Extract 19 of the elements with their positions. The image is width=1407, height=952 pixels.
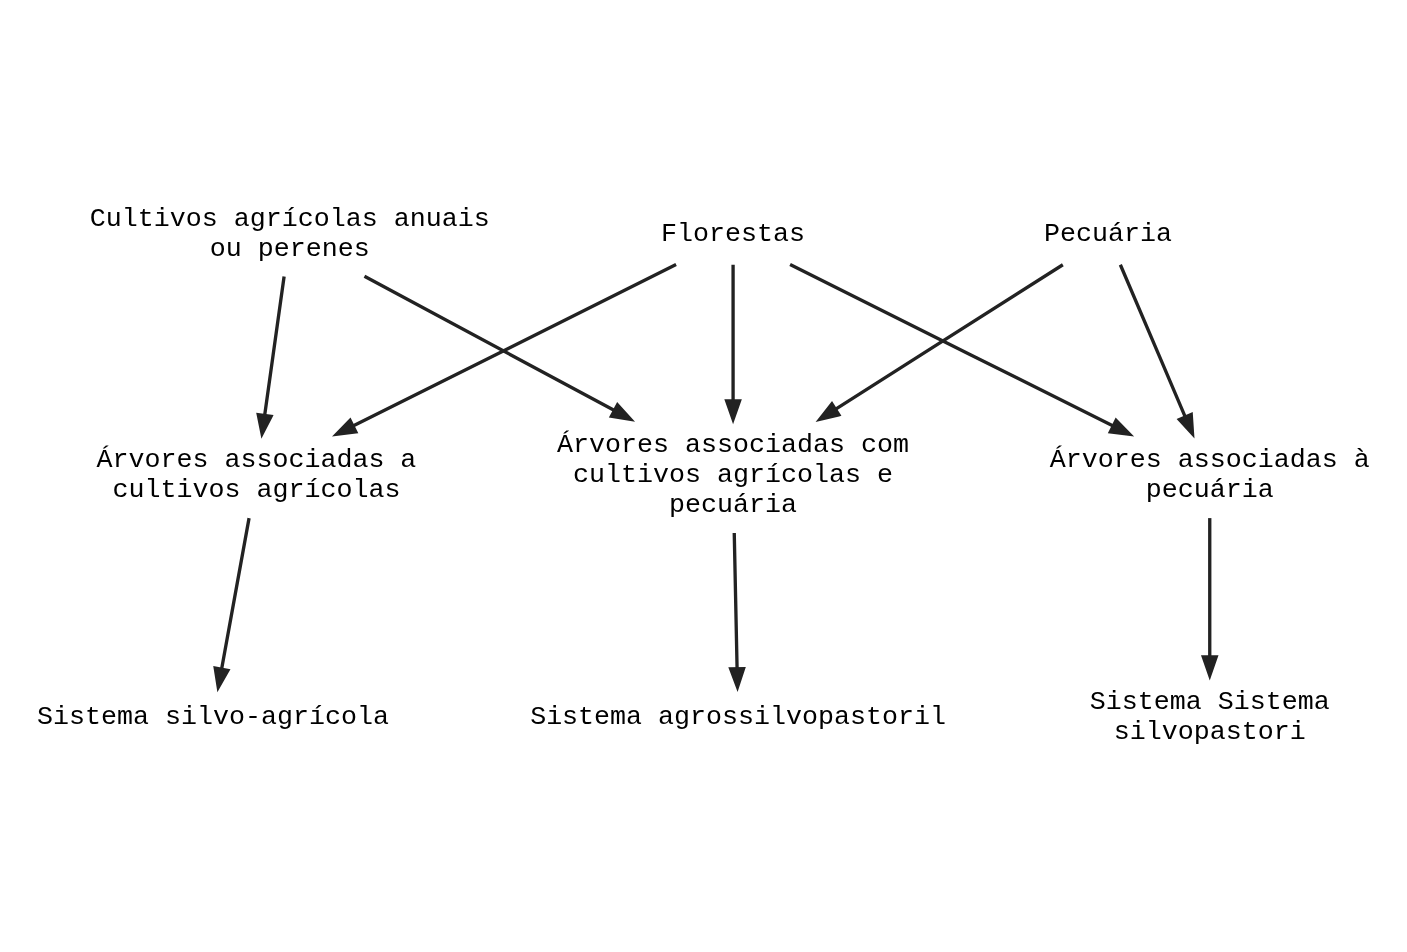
node-text: Sistema agrossilvopastoril <box>530 702 947 732</box>
node-text: Florestas <box>661 218 806 249</box>
arrow <box>1201 518 1219 681</box>
node-text: Pecuária <box>1044 218 1173 249</box>
node-text: Árvores associadas à pecuária <box>1049 445 1370 506</box>
arrow <box>332 263 677 437</box>
arrow <box>363 274 636 422</box>
node-text: Árvores associadas com cultivos agrícolas e pecuária <box>557 430 910 521</box>
node-text: Cultivos agrícolas anuais ou perenes <box>89 203 490 264</box>
arrow <box>256 276 286 439</box>
node-text: Sistema Sistema silvopastori <box>1089 687 1330 747</box>
arrow <box>213 517 251 693</box>
arrow <box>724 264 742 425</box>
arrow <box>815 263 1064 422</box>
arrow <box>789 263 1135 437</box>
node-text: Sistema silvo-agrícola <box>37 702 390 732</box>
arrow <box>728 532 746 693</box>
arrow <box>1118 264 1195 439</box>
node-text: Árvores associadas a cultivos agrícolas <box>96 445 417 506</box>
